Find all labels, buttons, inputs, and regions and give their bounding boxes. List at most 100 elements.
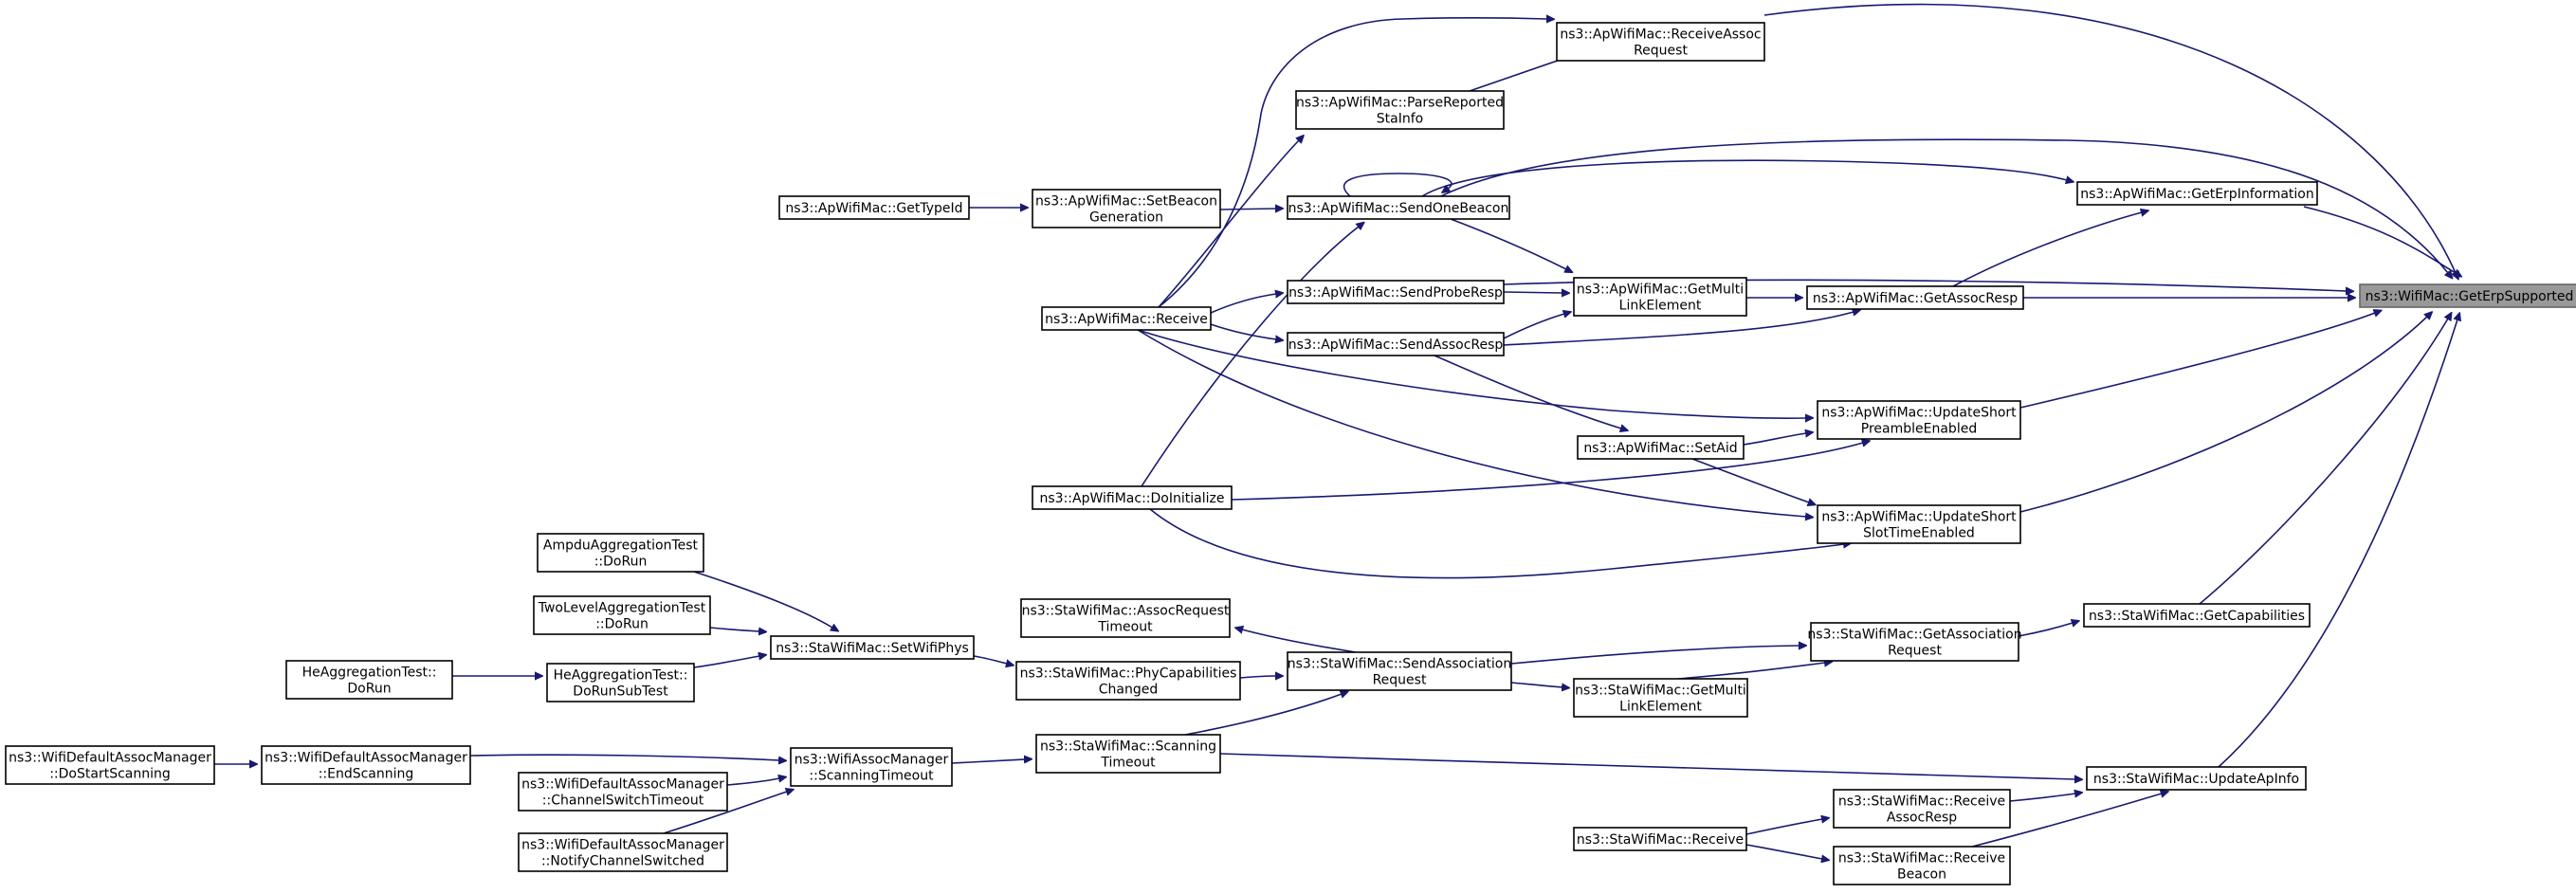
node-chanswtimeout[interactable]: ns3::WifiDefaultAssocManager::ChannelSwi… [518, 772, 728, 812]
node-label: ns3::StaWifiMac::SendAssociation [1288, 657, 1511, 672]
node-box [285, 660, 453, 700]
node-label: ns3::ApWifiMac::UpdateShort [1821, 510, 2017, 525]
edge-stascantimeout-to-updateapinfo [1219, 753, 2075, 779]
node-sendproberesp[interactable]: ns3::ApWifiMac::SendProbeResp [1287, 280, 1505, 304]
node-label: ::DoStartScanning [49, 767, 171, 782]
node-label: Beacon [1897, 867, 1946, 883]
node-box [1577, 435, 1745, 460]
node-box [1573, 277, 1747, 317]
edge-stascantimeout-to-sendassocreq [1184, 694, 1342, 736]
edge-apreceive-to-sendproberesp [1210, 294, 1276, 314]
node-gettypeid[interactable]: ns3::ApWifiMac::GetTypeId [778, 195, 970, 220]
node-endscan[interactable]: ns3::WifiDefaultAssocManager::EndScannin… [261, 745, 471, 785]
node-label: Request [1373, 673, 1427, 688]
node-updslot[interactable]: ns3::ApWifiMac::UpdateShortSlotTimeEnabl… [1817, 504, 2021, 544]
node-box [1287, 651, 1512, 691]
node-heagg[interactable]: HeAggregationTest::DoRun [285, 660, 453, 700]
node-stareceive[interactable]: ns3::StaWifiMac::Receive [1573, 827, 1747, 851]
node-label: Request [1634, 44, 1688, 59]
edge-sendassocresp-to-getmultiap [1503, 314, 1564, 339]
edge-setbeacon-to-sendonebeacon [1219, 209, 1276, 210]
node-label: ::ScanningTimeout [809, 769, 934, 784]
node-box [1817, 400, 2021, 440]
edge-getmultista-to-getassocreq [1677, 663, 1825, 680]
edge-sendassocresp-to-getassocresp [1503, 312, 1854, 346]
edge-updateapinfo-to-erpsup [2218, 319, 2457, 768]
node-ampdu[interactable]: AmpduAggregationTest::DoRun [537, 533, 704, 573]
node-sendassocresp[interactable]: ns3::ApWifiMac::SendAssocResp [1287, 332, 1505, 356]
node-updateapinfo[interactable]: ns3::StaWifiMac::UpdateApInfo [2086, 766, 2307, 791]
edge-apreceive-to-updslot [1137, 329, 1806, 517]
node-box [770, 635, 975, 660]
node-setwifiphys[interactable]: ns3::StaWifiMac::SetWifiPhys [770, 635, 975, 660]
node-label: ::ChannelSwitchTimeout [542, 794, 704, 809]
edge-apreceive-to-sendassocresp [1210, 323, 1276, 339]
node-box [1032, 485, 1233, 510]
edge-setwifiphys-to-phycap [973, 655, 1007, 664]
edge-setaid-to-updslot [1691, 458, 1809, 502]
node-updpreamble[interactable]: ns3::ApWifiMac::UpdateShortPreambleEnabl… [1817, 400, 2021, 440]
edge-apreceive-to-updpreamble [1137, 329, 1806, 418]
edge-updslot-to-erpsup [2019, 317, 2427, 513]
node-box [533, 595, 711, 635]
node-twolevel[interactable]: TwoLevelAggregationTest::DoRun [533, 595, 711, 635]
edge-notifych-to-scantimeout [663, 792, 787, 834]
edge-apreceive-to-parsesta [1158, 140, 1299, 308]
edge-scantimeout-to-stascantimeout [951, 759, 1025, 764]
node-dostartscan[interactable]: ns3::WifiDefaultAssocManager::DoStartSca… [5, 745, 215, 785]
edge-getassocreq-to-getcap [2018, 623, 2073, 637]
node-label: ns3::ApWifiMac::ParseReported [1296, 96, 1504, 111]
node-notifych[interactable]: ns3::WifiDefaultAssocManager::NotifyChan… [518, 832, 728, 872]
node-doinit[interactable]: ns3::ApWifiMac::DoInitialize [1032, 485, 1233, 510]
node-box [1806, 285, 2024, 310]
node-label: ns3::StaWifiMac::UpdateApInfo [2093, 772, 2299, 787]
node-box [261, 745, 471, 785]
node-getassocresp[interactable]: ns3::ApWifiMac::GetAssocResp [1806, 285, 2024, 310]
edge-rcvassocresp-to-updateapinfo [2009, 794, 2075, 802]
node-label: ns3::ApWifiMac::GetTypeId [785, 201, 962, 216]
node-setaid[interactable]: ns3::ApWifiMac::SetAid [1577, 435, 1745, 460]
edge-ampdu-to-setwifiphys [693, 571, 832, 628]
node-box [1032, 189, 1221, 228]
node-stascantimeout[interactable]: ns3::StaWifiMac::ScanningTimeout [1035, 734, 1221, 774]
node-label: SlotTimeEnabled [1863, 526, 1975, 541]
node-label: LinkElement [1619, 700, 1702, 715]
edge-sendassocreq-to-getassocreq [1510, 646, 1800, 665]
node-label: ns3::StaWifiMac::Scanning [1040, 739, 1216, 755]
node-box [1287, 195, 1510, 220]
node-sendonebeacon[interactable]: ns3::ApWifiMac::SendOneBeacon [1287, 195, 1510, 220]
edge-geterpinfo-to-erpsup [2303, 206, 2456, 273]
node-erpsup[interactable]: ns3::WifiMac::GetErpSupported [2359, 283, 2576, 308]
node-label: ns3::StaWifiMac::Receive [1577, 832, 1744, 848]
node-box [1833, 846, 2011, 885]
node-geterpinfo[interactable]: ns3::ApWifiMac::GetErpInformation [2076, 181, 2318, 206]
node-label: ns3::ApWifiMac::SetBeacon [1035, 194, 1217, 210]
node-label: ::DoRun [594, 555, 648, 570]
node-label: StaInfo [1377, 112, 1423, 127]
node-box [778, 195, 970, 220]
node-box [1573, 678, 1748, 718]
node-box [518, 832, 728, 872]
node-apreceive[interactable]: ns3::ApWifiMac::Receive [1041, 306, 1212, 331]
node-box [2076, 181, 2318, 206]
node-label: ns3::WifiAssocManager [795, 753, 949, 768]
edge-sendassocresp-to-setaid [1434, 355, 1621, 429]
node-heaggsub[interactable]: HeAggregationTest::DoRunSubTest [546, 663, 695, 702]
node-getcap[interactable]: ns3::StaWifiMac::GetCapabilities [2083, 603, 2311, 628]
edge-updpreamble-to-erpsup [2019, 313, 2375, 409]
node-label: DoRun [347, 682, 391, 697]
node-label: AssocResp [1887, 811, 1957, 826]
node-box [1573, 827, 1747, 851]
node-scantimeout[interactable]: ns3::WifiAssocManager::ScanningTimeout [790, 747, 953, 787]
